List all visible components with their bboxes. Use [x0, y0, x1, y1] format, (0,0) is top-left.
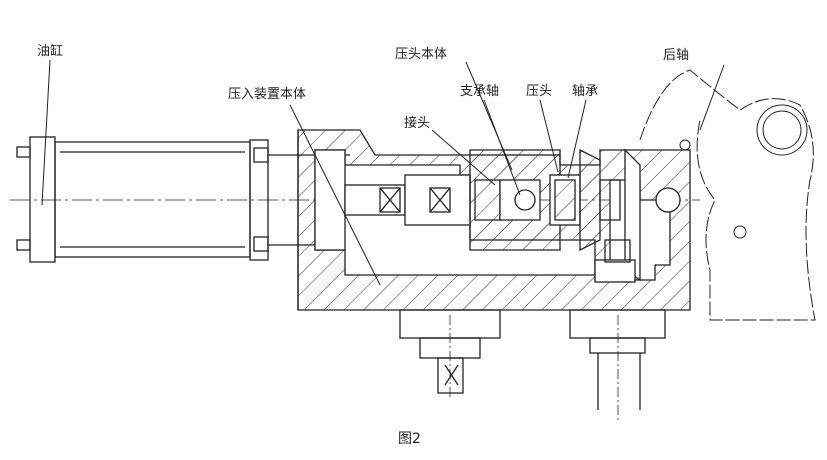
label-press-head-body: 压头本体: [395, 47, 448, 62]
figure-caption: 图2: [398, 431, 421, 447]
leader-lines: [41, 59, 725, 286]
press-head-body: [469, 154, 561, 241]
label-press-head: 压头: [526, 84, 553, 99]
label-connector: 接头: [404, 116, 431, 131]
rear-axle: [639, 69, 816, 321]
label-support-shaft: 支承轴: [460, 84, 500, 99]
label-cylinder: 油缸: [37, 44, 64, 59]
press-head: [549, 148, 681, 283]
label-bearing: 轴承: [572, 84, 599, 99]
label-press-device-body: 压入装置本体: [228, 87, 307, 102]
base-supports: [399, 309, 666, 420]
label-rear-axle: 后轴: [663, 48, 690, 63]
